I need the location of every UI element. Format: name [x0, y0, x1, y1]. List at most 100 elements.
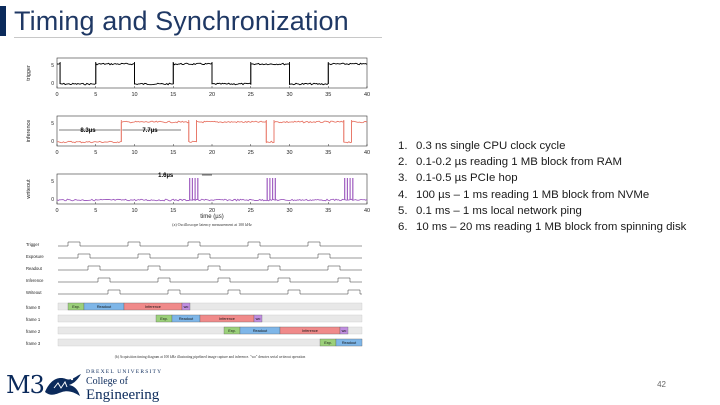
- signal-line: [58, 277, 362, 283]
- list-item-number: 1.: [398, 140, 408, 152]
- stage-label: Exp.: [160, 317, 168, 321]
- signal-label: Trigger: [26, 242, 40, 247]
- frame-label: frame 3: [26, 341, 41, 346]
- list-item-number: 4.: [398, 188, 408, 201]
- x-tick-label: 35: [325, 208, 331, 214]
- signal-line: [58, 265, 362, 271]
- x-tick-label: 15: [170, 208, 176, 214]
- engineering-label: Engineering: [86, 387, 160, 403]
- y-axis-label: writeout: [26, 179, 32, 200]
- x-tick-label: 15: [170, 92, 176, 98]
- stage-box: [335, 338, 363, 347]
- stage-label: wo: [342, 329, 347, 333]
- slide-title: Timing and Synchronization: [14, 6, 349, 36]
- stage-label: Readout: [97, 305, 112, 309]
- x-tick-label: 25: [248, 208, 254, 214]
- x-tick-label: 20: [209, 92, 215, 98]
- stage-label: wo: [256, 317, 261, 321]
- stage-label: Readout: [179, 317, 194, 321]
- x-tick-label: 20: [209, 150, 215, 156]
- x-tick-label: 0: [55, 92, 58, 98]
- x-tick-label: 0: [55, 208, 58, 214]
- x-tick-label: 40: [364, 208, 370, 214]
- figure-caption: (a) Oscilloscope latency measurement at …: [172, 222, 252, 227]
- inference-trace: [56, 120, 368, 144]
- stage-label: Exp.: [72, 305, 80, 309]
- plot-frame: [56, 115, 368, 147]
- frame-track: [57, 326, 363, 335]
- stage-box: [181, 302, 191, 311]
- frame-label: frame 2: [26, 329, 41, 334]
- y-tick-label: 0: [51, 81, 54, 87]
- x-tick-label: 10: [131, 92, 137, 98]
- writeout-trace: [56, 198, 368, 202]
- signal-line: [58, 289, 362, 295]
- y-tick-label: 5: [51, 179, 54, 185]
- list-item-number: 6.: [398, 221, 408, 234]
- list-item: 2. 0.1-0.2 µs reading 1 MB block from RAM: [398, 154, 686, 170]
- frame-label: frame 1: [26, 317, 41, 322]
- stage-label: Inference: [302, 329, 318, 333]
- x-tick-label: 15: [170, 150, 176, 156]
- x-tick-label: 30: [286, 150, 292, 156]
- list-item: 5.0.1 ms – 1 ms local network ping: [398, 203, 686, 219]
- x-tick-label: 20: [209, 208, 215, 214]
- stage-label: Exp.: [228, 329, 236, 333]
- frame-track: [57, 338, 363, 347]
- figure-caption: (b) Acquisition timing diagram at 100 kH…: [115, 355, 306, 359]
- title-underline: [14, 37, 382, 38]
- y-tick-label: 5: [51, 63, 54, 69]
- y-axis-label: inference: [26, 120, 32, 143]
- list-item-text: 0.1-0.2 µs reading 1 MB block from RAM: [416, 156, 622, 169]
- y-tick-label: 0: [51, 139, 54, 145]
- y-axis-label: trigger: [26, 65, 32, 81]
- university-name: DREXEL UNIVERSITY: [86, 369, 163, 375]
- list-item-number: 2.: [398, 156, 408, 169]
- list-item-text: 0.3 ns single CPU clock cycle: [416, 140, 566, 152]
- list-item: 4. 100 µs – 1 ms reading 1 MB block from …: [398, 187, 686, 203]
- annotation-label: 1.6µs: [158, 173, 174, 179]
- y-tick-label: 0: [51, 197, 54, 203]
- stage-box: [339, 326, 349, 335]
- signal-line: [58, 241, 362, 247]
- university-wordmark: DREXEL UNIVERSITY College of Engineering: [86, 369, 162, 403]
- x-tick-label: 10: [131, 150, 137, 156]
- list-item-text: 100 µs – 1 ms reading 1 MB block from NV…: [416, 188, 650, 201]
- list-item-number: 5.: [398, 204, 408, 217]
- latency-list: 1. 0.3 ns single CPU clock cycle 2. 0.1-0.…: [398, 138, 686, 235]
- stage-label: Readout: [253, 329, 268, 333]
- x-tick-label: 30: [286, 92, 292, 98]
- frame-track: [57, 302, 363, 311]
- dragon-icon: [45, 374, 81, 396]
- list-item-text: 0.1-0.5 µs PCIe hop: [416, 172, 518, 185]
- x-tick-label: 25: [248, 92, 254, 98]
- list-item-text: 10 ms – 20 ms reading 1 MB block from sp…: [416, 221, 687, 234]
- signal-line: [58, 253, 362, 259]
- m3-logo: M3: [6, 371, 45, 399]
- list-item: 6. 10 ms – 20 ms reading 1 MB block from …: [398, 219, 686, 235]
- signal-label: Inference: [26, 278, 44, 283]
- footer-logos: M3 DREXEL UNIVERSITY College of Engineer…: [4, 367, 204, 405]
- x-tick-label: 35: [325, 150, 331, 156]
- annotation-label: 7.7µs: [142, 128, 158, 134]
- frame-label: frame 0: [26, 305, 41, 310]
- signal-label: Writeout: [26, 290, 42, 295]
- stage-label: Inference: [145, 305, 161, 309]
- signal-label: Readout: [26, 266, 43, 271]
- x-axis-label: time (µs): [200, 214, 223, 220]
- y-tick-label: 5: [51, 121, 54, 127]
- title-accent-bar: [0, 6, 6, 36]
- x-tick-label: 30: [286, 208, 292, 214]
- list-item: 3.0.1-0.5 µs PCIe hop: [398, 170, 686, 186]
- x-tick-label: 5: [94, 150, 97, 156]
- x-tick-label: 0: [55, 150, 58, 156]
- x-tick-label: 10: [131, 208, 137, 214]
- x-tick-label: 5: [94, 208, 97, 214]
- x-tick-label: 40: [364, 92, 370, 98]
- x-tick-label: 5: [94, 92, 97, 98]
- x-tick-label: 40: [364, 150, 370, 156]
- annotation-label: 8.3µs: [80, 128, 96, 134]
- stage-label: wo: [184, 305, 189, 309]
